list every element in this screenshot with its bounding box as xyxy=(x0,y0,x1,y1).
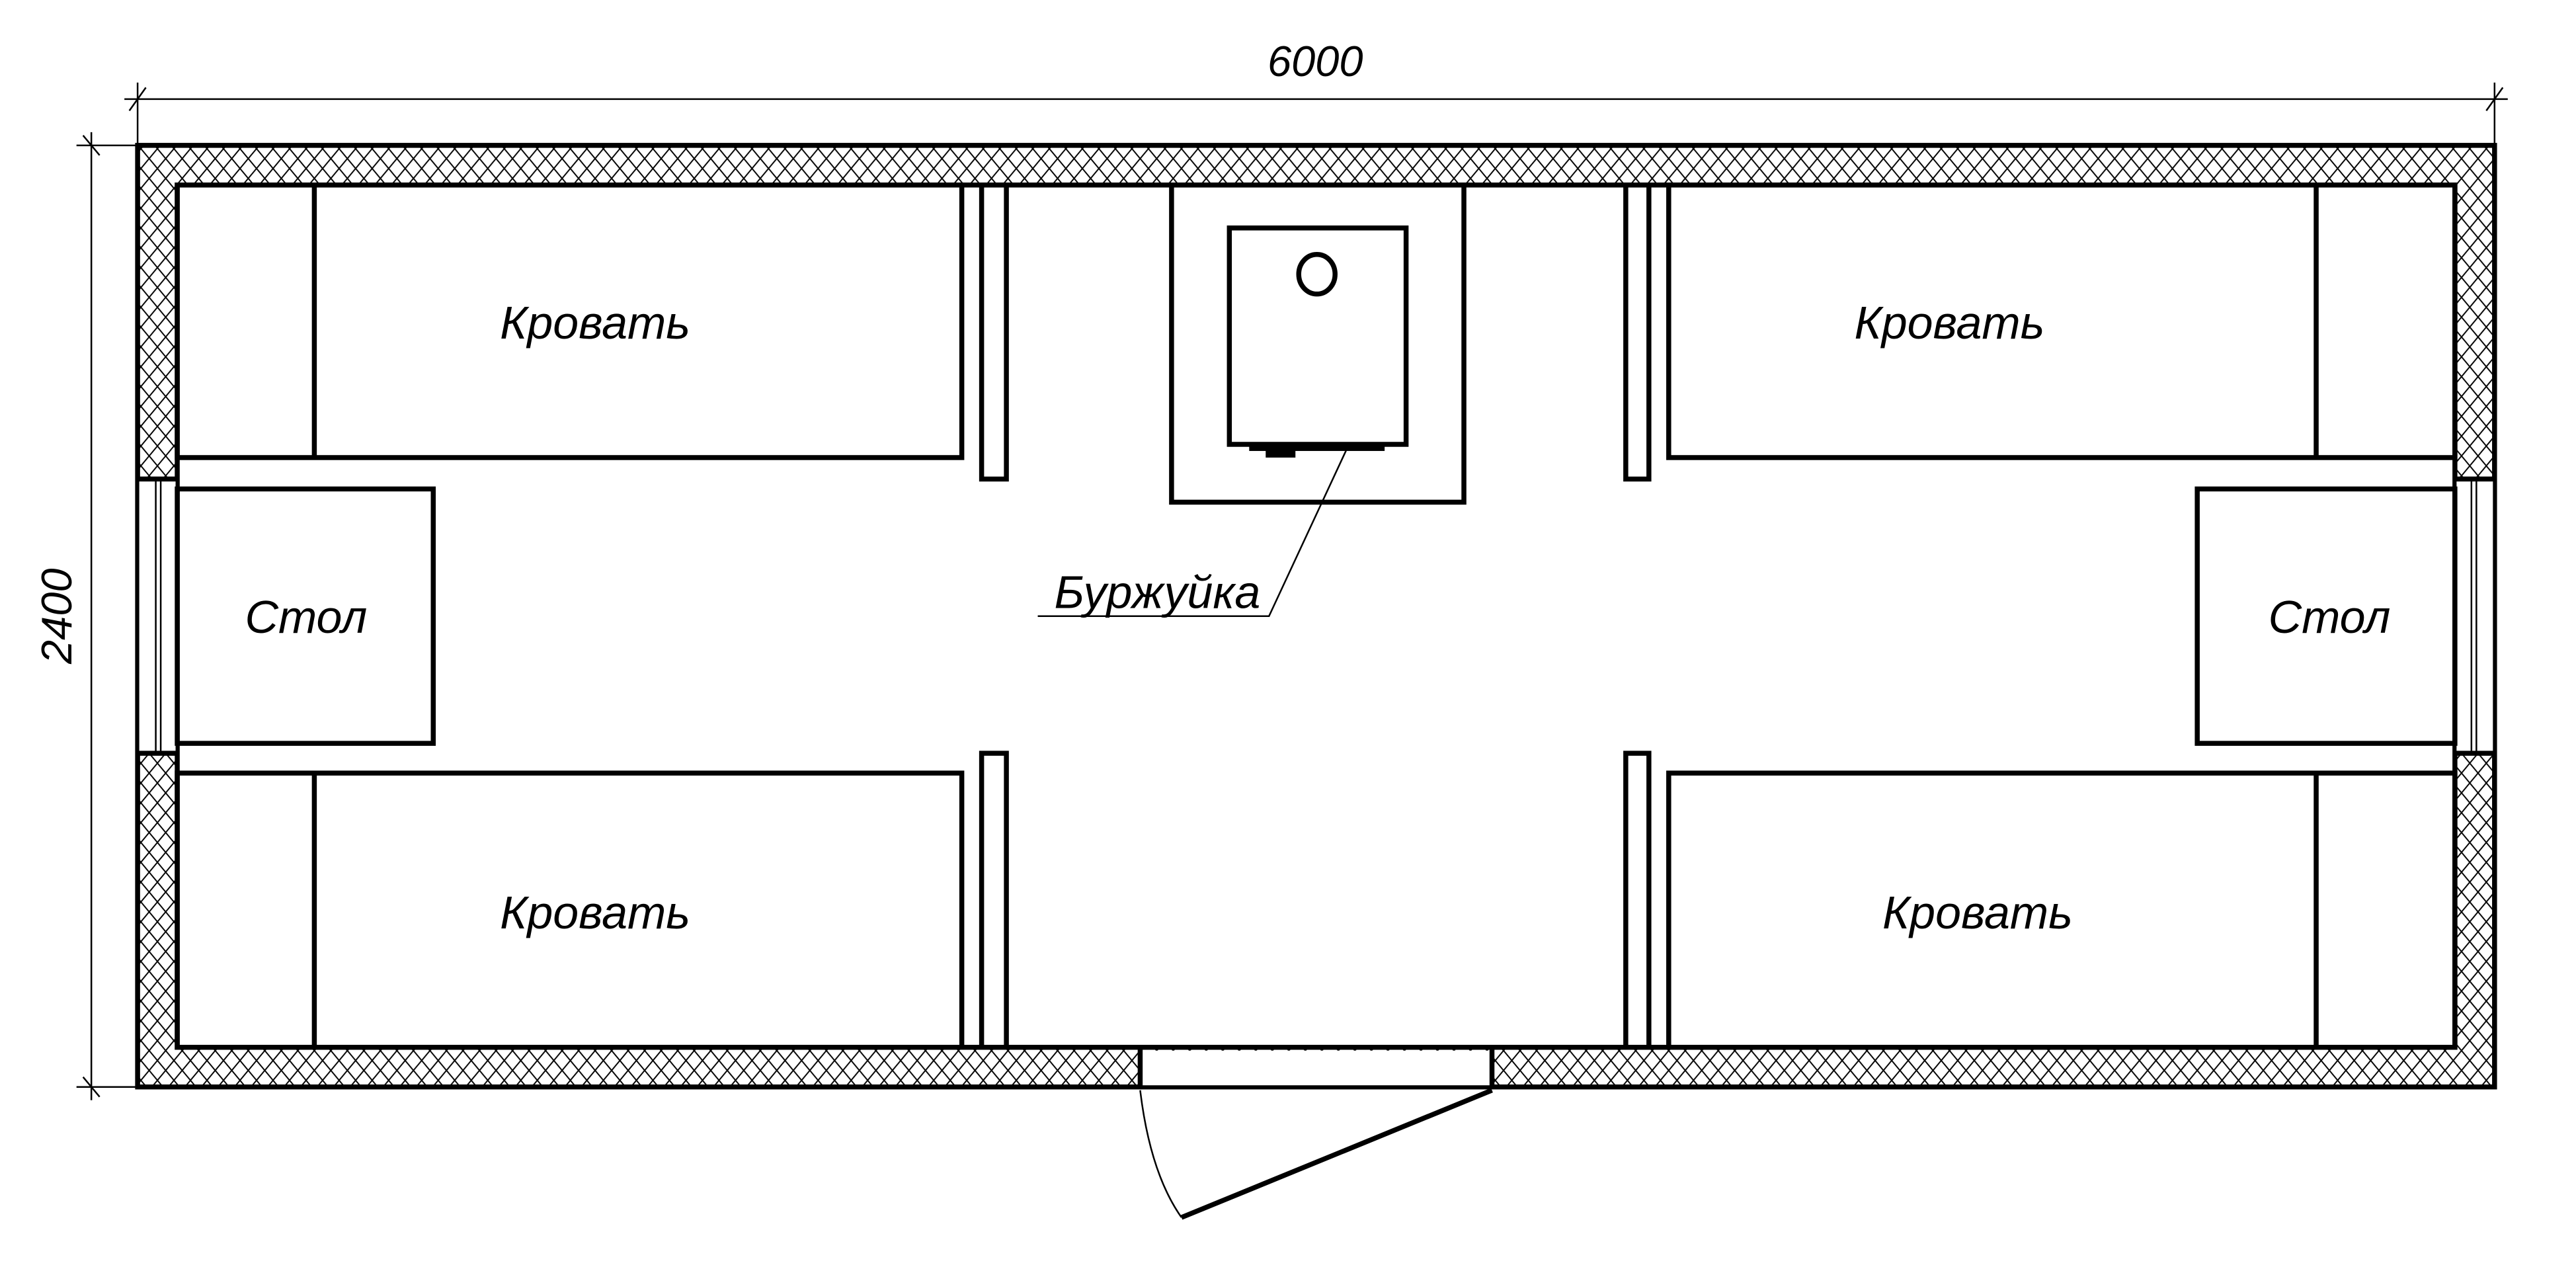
table-left: Стол xyxy=(175,486,436,746)
stove-label: Буржуйка xyxy=(1055,566,1261,618)
window-left xyxy=(138,476,178,756)
table-label: Стол xyxy=(245,591,368,643)
exterior-walls xyxy=(135,143,2497,1090)
table-label: Стол xyxy=(2269,591,2391,643)
window-right xyxy=(2454,476,2495,756)
bed-label: Кровать xyxy=(1882,887,2073,938)
dimension-width: 6000 xyxy=(124,37,2508,145)
chimney-icon xyxy=(1296,251,1338,297)
bed-top-left: Кровать xyxy=(175,183,965,460)
dimension-height: 2400 xyxy=(32,132,138,1100)
table-right: Стол xyxy=(2194,486,2458,746)
bed-bottom-left: Кровать xyxy=(175,770,965,1050)
bed-label: Кровать xyxy=(500,887,690,938)
bed-label: Кровать xyxy=(1855,297,2045,348)
bed-label: Кровать xyxy=(500,297,690,348)
stove: Буржуйка xyxy=(1037,183,1467,618)
bed-bottom-right: Кровать xyxy=(1666,770,2458,1050)
bed-top-right: Кровать xyxy=(1666,183,2458,460)
dimension-width-label: 6000 xyxy=(1268,37,1363,85)
entrance-door xyxy=(1137,1047,1495,1220)
partition-walls xyxy=(979,183,1652,1050)
dimension-height-label: 2400 xyxy=(32,569,81,665)
